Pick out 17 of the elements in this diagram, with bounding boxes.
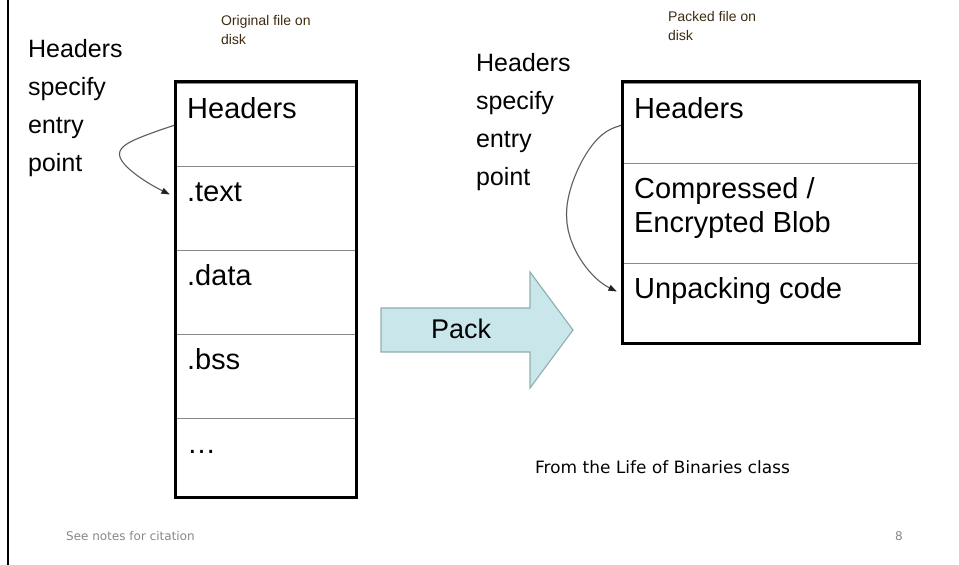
section-label: Headers bbox=[634, 92, 744, 126]
section-label: Unpacking code bbox=[634, 272, 842, 306]
section-label: Headers bbox=[187, 92, 297, 126]
annotation-text: Headers specify entry point bbox=[28, 34, 124, 179]
section-label: .bss bbox=[187, 343, 240, 377]
curved-arrow bbox=[566, 124, 622, 292]
section-label: .text bbox=[187, 175, 242, 209]
section-label: Compressed / Encrypted Blob bbox=[634, 172, 832, 240]
file-caption: Original file on disk bbox=[221, 11, 312, 49]
section-label: … bbox=[187, 427, 216, 461]
section-label: .data bbox=[187, 259, 252, 293]
footer-note: See notes for citation bbox=[66, 528, 196, 544]
curved-arrow bbox=[118, 124, 176, 195]
source-note: From the Life of Binaries class bbox=[535, 457, 791, 479]
page-number: 8 bbox=[895, 528, 904, 544]
annotation-text: Headers specify entry point bbox=[476, 48, 572, 193]
file-caption: Packed file on disk bbox=[668, 7, 757, 45]
